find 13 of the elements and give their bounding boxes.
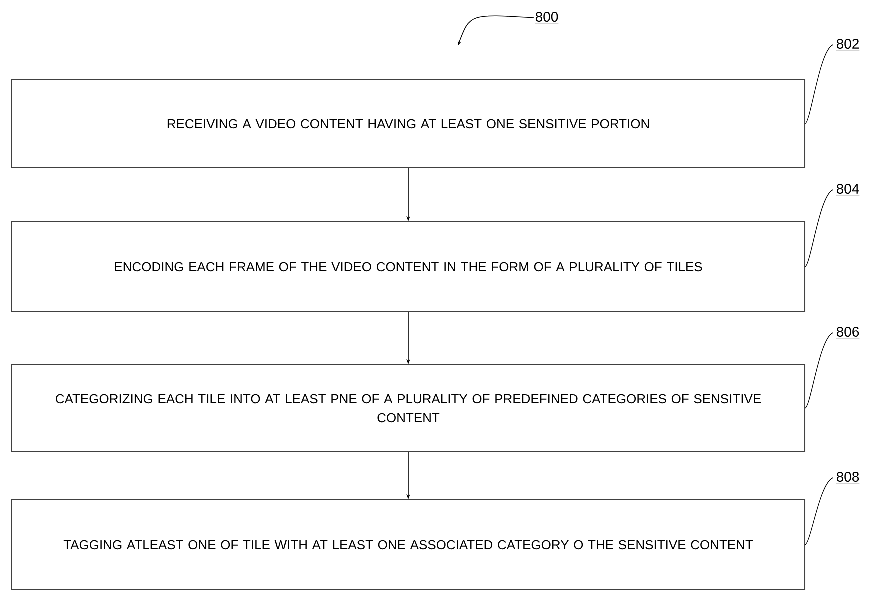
- leader-line: [804, 44, 834, 124]
- process-box: ENCODING EACH FRAME OF THE VIDEO CONTENT IN THE FORM OF A PLURALITY OF TILES: [12, 222, 806, 312]
- reference-numeral: 800: [535, 12, 559, 24]
- reference-numeral: 808: [836, 472, 860, 484]
- process-box: RECEIVING A VIDEO CONTENT HAVING AT LEAST ONE SENSITIVE PORTION: [12, 80, 806, 168]
- reference-numeral: 804: [836, 184, 860, 196]
- process-box: TAGGING ATLEAST ONE OF TILE WITH AT LEAST ONE ASSOCIATED CATEGORY O THE SENSITIVE CONTENT: [12, 500, 806, 590]
- process-box: CATEGORIZING EACH TILE INTO AT LEAST PNE OF A PLURALITY OF PREDEFINED CATEGORIES OF SENSITIVE CONTENT: [12, 364, 806, 452]
- leader-line: [804, 332, 834, 409]
- reference-numeral: 806: [836, 327, 860, 339]
- leader-line: [804, 190, 834, 268]
- leader-line: [804, 478, 834, 546]
- reference-numeral: 802: [836, 39, 860, 51]
